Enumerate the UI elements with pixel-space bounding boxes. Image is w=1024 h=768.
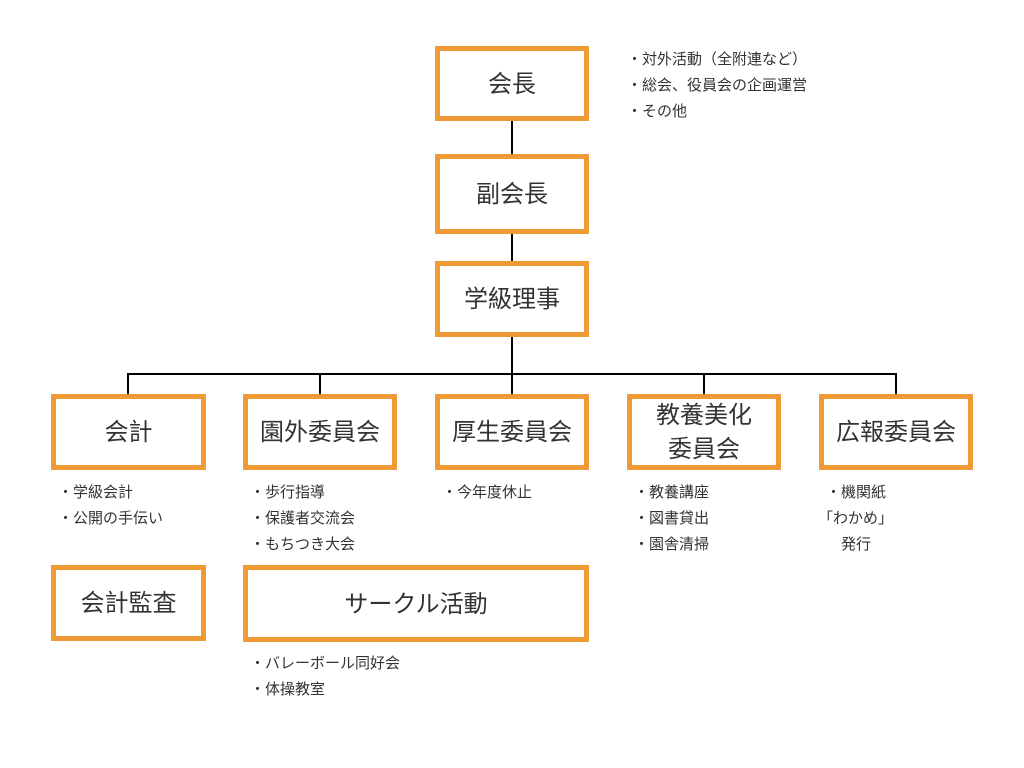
box-vice-president: 副会長 bbox=[435, 154, 589, 234]
box-circle-label: サークル活動 bbox=[344, 589, 488, 618]
note-external-committee: ・歩行指導 ・保護者交流会 ・もちつき大会 bbox=[250, 479, 355, 557]
note-education-committee: ・教養講座 ・図書貸出 ・園舎清掃 bbox=[634, 479, 709, 557]
note-line: ・もちつき大会 bbox=[250, 535, 356, 553]
note-line: ・機関紙 bbox=[826, 483, 887, 501]
note-pr-committee: ・機関紙 「わかめ」 発行 bbox=[818, 479, 893, 557]
note-line: ・保護者交流会 bbox=[250, 509, 356, 527]
box-education-committee: 教養美化 委員会 bbox=[627, 394, 781, 470]
box-accounting: 会計 bbox=[51, 394, 206, 470]
box-welfare-committee-label: 厚生委員会 bbox=[452, 418, 572, 446]
box-audit-label: 会計監査 bbox=[80, 589, 177, 617]
note-welfare-committee: ・今年度休止 bbox=[442, 479, 532, 505]
box-audit: 会計監査 bbox=[51, 565, 206, 641]
note-president: ・対外活動（全附連など） ・総会、役員会の企画運営 ・その他 bbox=[627, 46, 807, 124]
box-president: 会長 bbox=[435, 46, 589, 121]
box-class-directors-label: 学級理事 bbox=[464, 285, 560, 313]
note-line: ・教養講座 bbox=[634, 483, 710, 501]
note-line: ・学級会計 bbox=[58, 483, 134, 501]
note-line: ・対外活動（全附連など） bbox=[627, 50, 808, 68]
box-education-committee-label: 教養美化 委員会 bbox=[656, 401, 752, 463]
note-line: ・今年度休止 bbox=[442, 483, 533, 501]
note-line: ・総会、役員会の企画運営 bbox=[627, 76, 808, 94]
note-line: ・バレーボール同好会 bbox=[250, 654, 401, 672]
box-class-directors: 学級理事 bbox=[435, 261, 589, 337]
box-external-committee: 園外委員会 bbox=[243, 394, 397, 470]
note-line: ・公開の手伝い bbox=[58, 509, 164, 527]
note-line: 「わかめ」 bbox=[818, 509, 894, 527]
box-accounting-label: 会計 bbox=[104, 418, 153, 446]
note-circle: ・バレーボール同好会 ・体操教室 bbox=[250, 650, 400, 702]
box-pr-committee-label: 広報委員会 bbox=[836, 418, 956, 446]
note-line: ・図書貸出 bbox=[634, 509, 710, 527]
note-line: ・その他 bbox=[627, 102, 688, 120]
note-line: 発行 bbox=[826, 535, 872, 553]
note-accounting: ・学級会計 ・公開の手伝い bbox=[58, 479, 163, 531]
box-welfare-committee: 厚生委員会 bbox=[435, 394, 589, 470]
box-circle: サークル活動 bbox=[243, 565, 589, 642]
note-line: ・歩行指導 bbox=[250, 483, 326, 501]
box-vice-president-label: 副会長 bbox=[476, 180, 548, 208]
box-external-committee-label: 園外委員会 bbox=[260, 418, 380, 446]
box-pr-committee: 広報委員会 bbox=[819, 394, 973, 470]
note-line: ・園舎清掃 bbox=[634, 535, 710, 553]
box-president-label: 会長 bbox=[488, 69, 536, 98]
note-line: ・体操教室 bbox=[250, 680, 326, 698]
